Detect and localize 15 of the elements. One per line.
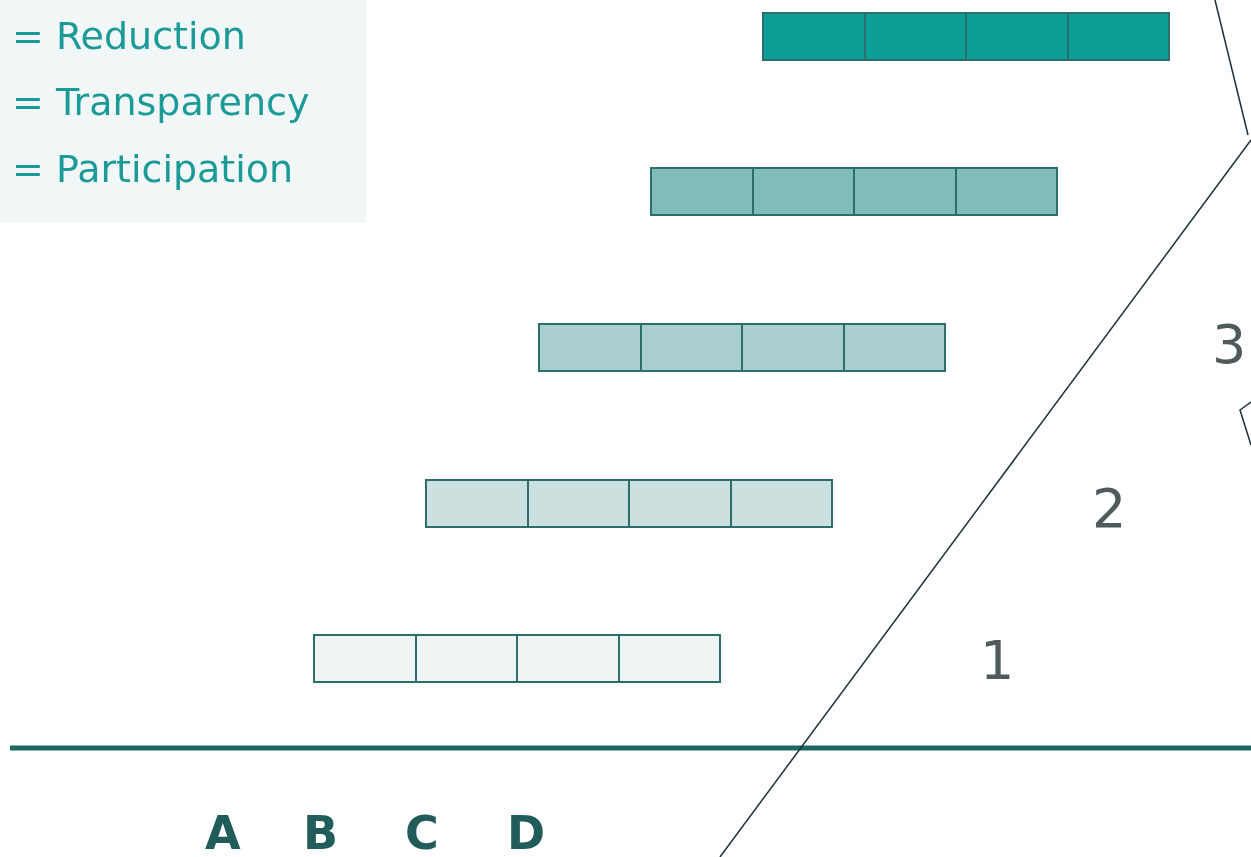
column-letter: B [303, 810, 339, 856]
level-number: 1 [980, 634, 1015, 688]
segmented-bar [650, 167, 1058, 216]
column-letter: A [205, 810, 241, 856]
column-letter: D [507, 810, 546, 856]
legend-text: = Reduction [12, 17, 246, 55]
segmented-bar [538, 323, 946, 372]
level-number: 2 [1092, 482, 1127, 536]
segmented-bar [762, 12, 1170, 61]
legend-text: = Transparency [12, 83, 310, 121]
legend-text: = Participation [12, 150, 294, 188]
level-number: 3 [1212, 318, 1247, 372]
segmented-bar [425, 479, 833, 528]
column-letter: C [405, 810, 439, 856]
segmented-bar [313, 634, 721, 683]
